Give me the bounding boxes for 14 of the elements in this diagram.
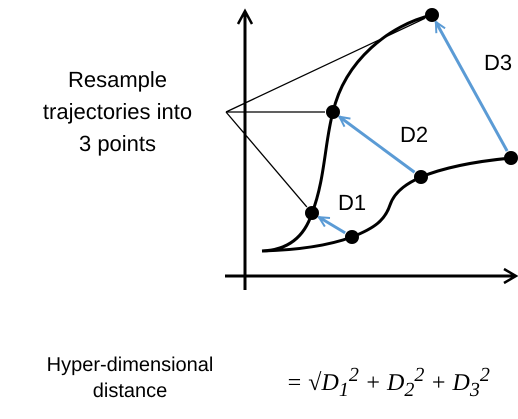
- point-marker: [305, 206, 319, 220]
- annotation-text: Resample trajectories into 3 points: [42, 66, 194, 158]
- point-marker: [414, 170, 428, 184]
- distance-arrow: [318, 216, 346, 234]
- point-marker: [425, 8, 439, 22]
- point-marker: [326, 105, 340, 119]
- caption-text: Hyper-dimensional distance: [46, 353, 214, 404]
- leader-line: [226, 18, 426, 113]
- leader-line: [226, 111, 325, 113]
- distance-arrow: [338, 116, 416, 174]
- leader-line: [226, 112, 308, 208]
- distance-arrow: [434, 21, 508, 152]
- point-marker: [345, 230, 359, 244]
- point-marker: [504, 151, 518, 165]
